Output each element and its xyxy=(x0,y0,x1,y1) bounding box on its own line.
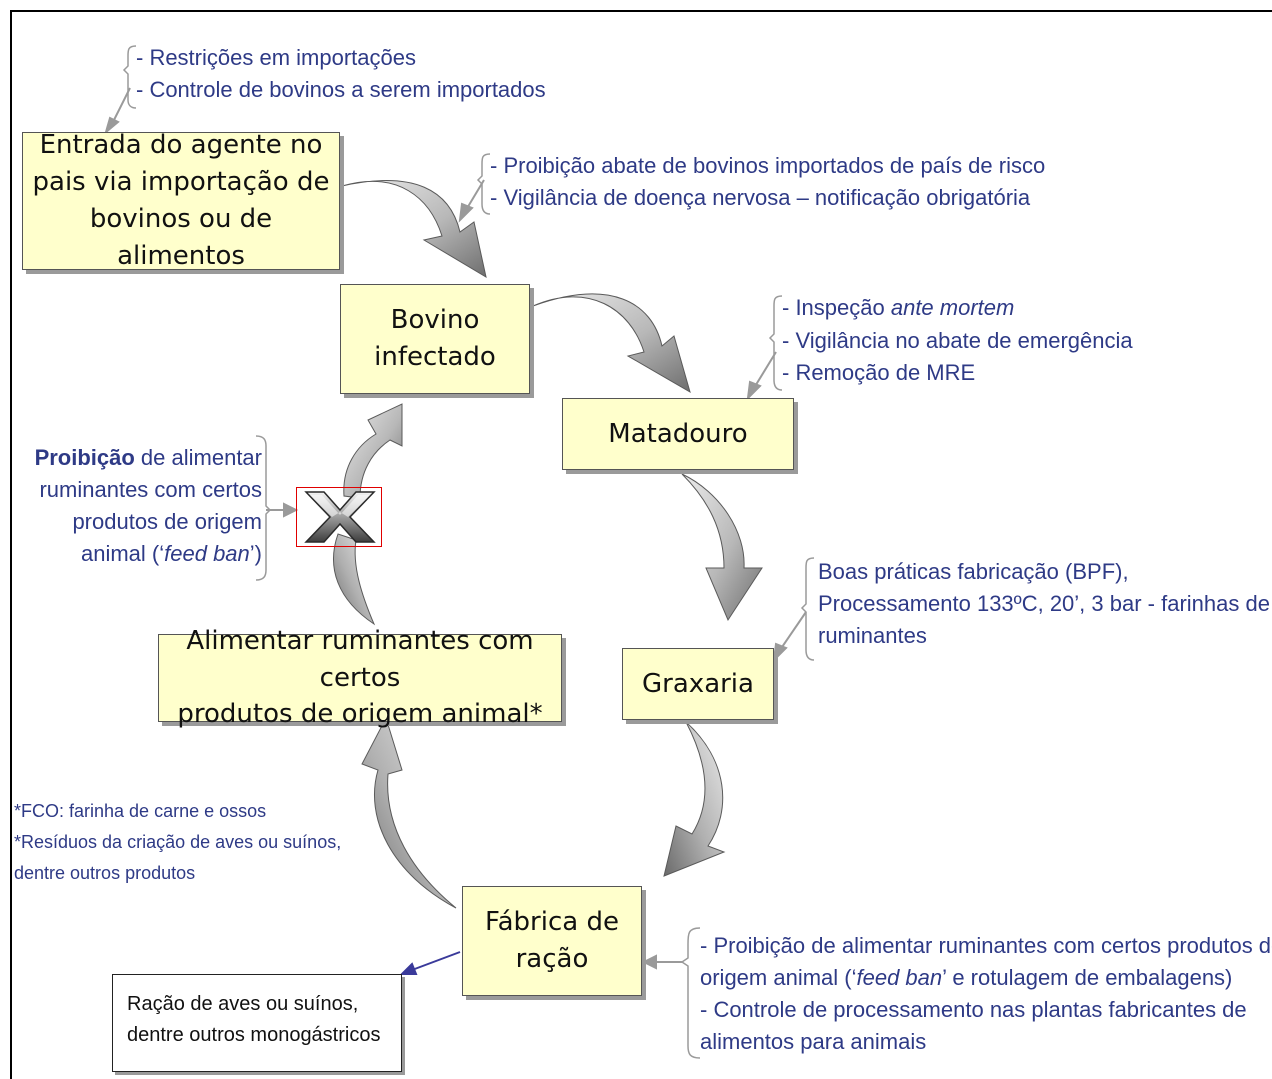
pointer-bpf xyxy=(772,611,807,663)
curved-arrow-bovino-matadouro xyxy=(532,293,691,394)
box-graxaria-label: Graxaria xyxy=(642,668,754,699)
note-fabrica-line-2-suffix: ’ e rotulagem de embalagens) xyxy=(942,964,1233,990)
pointer-fabrica-controle xyxy=(641,954,682,970)
bracket-abate xyxy=(476,153,491,215)
note-feed-ban-bold: Proibição xyxy=(34,445,135,470)
note-fabrica-line-2-prefix: origem animal (‘ xyxy=(700,964,857,990)
note-feed-ban-rest: de alimentar xyxy=(134,445,262,470)
note-fabrica-line-2: origem animal (‘feed ban’ e rotulagem de… xyxy=(700,962,1272,994)
bracket-fabrica-controle xyxy=(680,927,701,1059)
bracket-feed-ban xyxy=(255,435,272,581)
note-fabrica-line-4: alimentos para animais xyxy=(700,1028,927,1054)
note-inspecao-line-3: - Remoção de MRE xyxy=(782,360,976,386)
box-alimentar-line-2: produtos de origem animal* xyxy=(177,699,543,730)
note-bpf: Boas práticas fabricação (BPF), Processa… xyxy=(818,556,1270,652)
box-racao-line-1: Ração de aves ou suínos, xyxy=(127,993,359,1015)
note-fabrica-line-2-italic: feed ban xyxy=(856,964,943,990)
curved-arrow-alimentar-x xyxy=(333,533,376,626)
note-abate: - Proibição abate de bovinos importados … xyxy=(490,150,1045,214)
pointer-importacoes xyxy=(104,87,131,135)
note-feed-ban-line-3: produtos de origem xyxy=(72,509,262,535)
note-feed-ban-line-2: ruminantes com certos xyxy=(39,477,262,503)
note-feed-ban-line-4: animal (‘feed ban’) xyxy=(35,538,262,570)
note-fabrica-line-1: - Proibição de alimentar ruminantes com … xyxy=(700,933,1272,958)
box-bovino-line-2: infectado xyxy=(374,342,496,372)
pointer-racao-aves xyxy=(399,951,461,975)
box-alimentar-line-1: Alimentar ruminantes com certos xyxy=(186,625,534,693)
curved-arrow-graxaria-fabrica xyxy=(663,721,726,877)
note-inspecao: - Inspeção ante mortem - Vigilância no a… xyxy=(782,292,1133,390)
note-feed-ban-line-1: Proibição de alimentar xyxy=(35,442,262,474)
curved-arrow-matadouro-graxaria xyxy=(681,473,763,622)
box-fabrica-line-1: Fábrica de xyxy=(485,907,619,938)
note-bpf-line-1: Boas práticas fabricação (BPF), xyxy=(818,559,1129,584)
box-entrada-line-3: bovinos ou de alimentos xyxy=(89,204,273,271)
note-abate-line-2: - Vigilância de doença nervosa – notific… xyxy=(490,184,1031,210)
footnote-1: *FCO: farinha de carne e ossos xyxy=(14,801,267,821)
note-inspecao-italic: ante mortem xyxy=(890,295,1015,320)
box-matadouro: Matadouro xyxy=(562,398,794,470)
box-bovino-line-1: Bovino xyxy=(390,305,480,336)
box-racao-aves: Ração de aves ou suínos, dentre outros m… xyxy=(112,974,402,1072)
x-mark-icon xyxy=(304,491,376,543)
bracket-importacoes xyxy=(122,45,137,109)
footnote-3: dentre outros produtos xyxy=(14,862,196,883)
note-importacoes-line-1: - Restrições em importações xyxy=(136,45,416,70)
box-entrada-line-1: Entrada do agente no xyxy=(39,130,323,161)
note-bpf-line-3: ruminantes xyxy=(818,622,927,648)
box-entrada-line-2: pais via importação de xyxy=(32,167,330,198)
curved-arrow-entrada-bovino xyxy=(341,180,487,279)
note-bpf-line-2: Processamento 133ºC, 20’, 3 bar - farinh… xyxy=(818,590,1270,616)
box-bovino-infectado: Bovino infectado xyxy=(340,284,530,394)
bracket-bpf xyxy=(800,557,815,661)
pointer-inspecao xyxy=(746,351,777,401)
note-importacoes-line-2: - Controle de bovinos a serem importados xyxy=(136,76,546,102)
note-feed-ban-line-4-suffix: ’) xyxy=(249,541,262,567)
note-fabrica-controle: - Proibição de alimentar ruminantes com … xyxy=(700,930,1272,1058)
box-fabrica-racao: Fábrica de ração xyxy=(462,886,642,996)
footnote-2: *Resíduos da criação de aves ou suínos, xyxy=(14,831,342,852)
note-inspecao-line-2: - Vigilância no abate de emergência xyxy=(782,327,1133,353)
block-highlight xyxy=(296,487,382,547)
curved-arrow-fabrica-alimentar xyxy=(361,716,457,909)
box-fabrica-line-2: ração xyxy=(515,944,589,974)
footnotes: *FCO: farinha de carne e ossos *Resíduos… xyxy=(14,796,341,889)
note-feed-ban: Proibição de alimentar ruminantes com ce… xyxy=(35,442,262,570)
box-graxaria: Graxaria xyxy=(622,648,774,720)
note-inspecao-line-1: - Inspeção ante mortem xyxy=(782,292,1133,325)
note-inspecao-prefix: - Inspeção xyxy=(782,295,891,320)
bracket-inspecao xyxy=(768,295,783,391)
pointer-abate xyxy=(458,179,485,223)
note-feed-ban-line-4-prefix: animal (‘ xyxy=(81,541,165,567)
note-importacoes: - Restrições em importações - Controle d… xyxy=(136,42,546,106)
note-abate-line-1: - Proibição abate de bovinos importados … xyxy=(490,153,1046,178)
curved-arrow-x-bovino xyxy=(343,403,403,499)
note-feed-ban-line-4-italic: feed ban xyxy=(164,541,250,567)
diagram-frame xyxy=(10,10,1272,1079)
box-matadouro-label: Matadouro xyxy=(608,418,748,449)
note-fabrica-line-3: - Controle de processamento nas plantas … xyxy=(700,996,1247,1022)
box-entrada-agente: Entrada do agente no pais via importação… xyxy=(22,130,340,271)
box-racao-line-2: dentre outros monogástricos xyxy=(127,1024,381,1046)
box-alimentar-ruminantes: Alimentar ruminantes com certos produtos… xyxy=(158,626,562,729)
